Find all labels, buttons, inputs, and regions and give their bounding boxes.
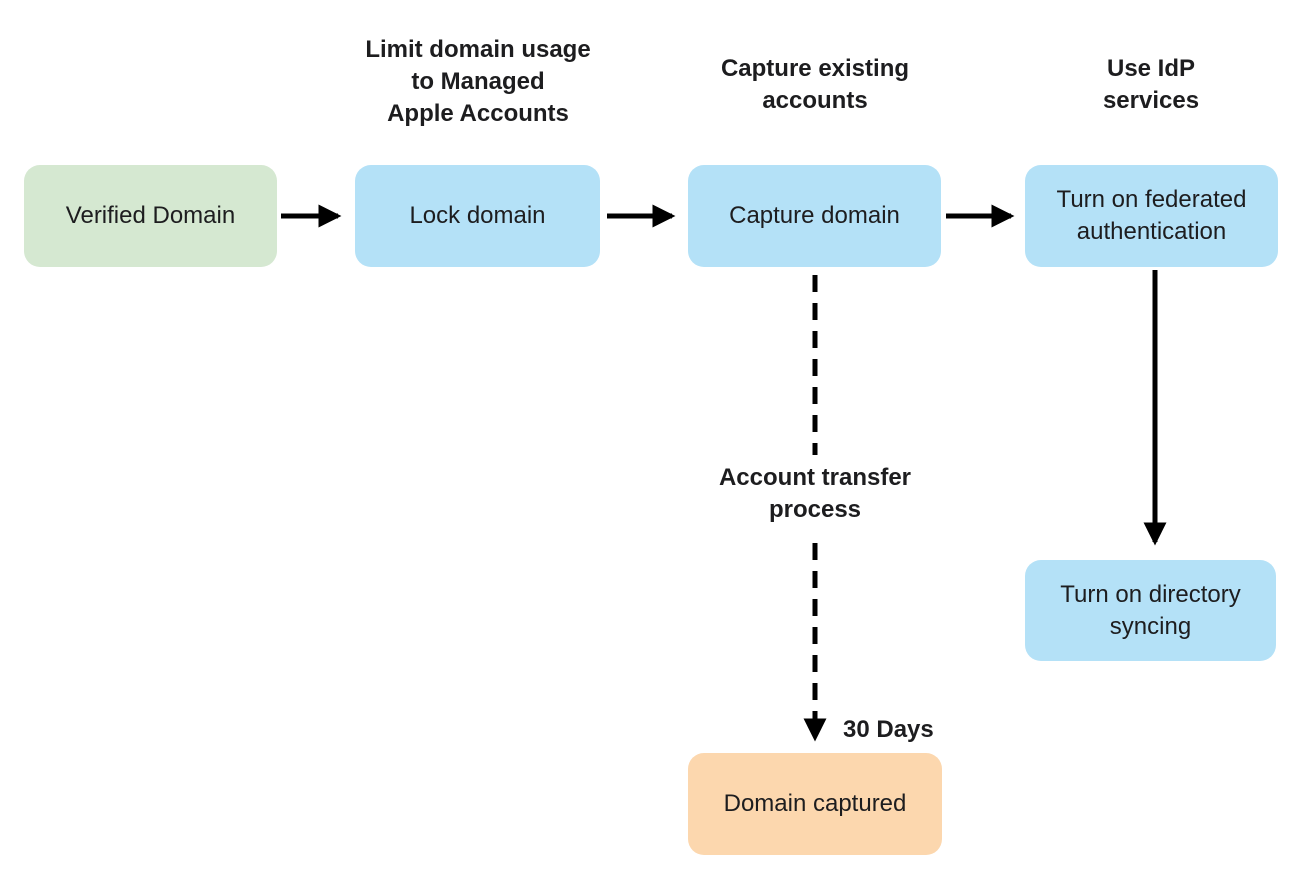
node-domain-captured: Domain captured	[688, 753, 942, 855]
node-verified-domain: Verified Domain	[24, 165, 277, 267]
annotation-30-days: 30 Days	[843, 716, 934, 743]
annotation-use-idp-services: Use IdP services	[1102, 55, 1200, 114]
annotation-account-transfer-process: Account transfer process	[718, 464, 912, 523]
annotation-capture-existing-accounts: Capture existing accounts	[720, 55, 910, 114]
node-lock-domain: Lock domain	[355, 165, 600, 267]
node-turn-on-federated-authentication: Turn on federated authentication	[1025, 165, 1278, 267]
node-capture-domain: Capture domain	[688, 165, 941, 267]
node-turn-on-directory-syncing: Turn on directory syncing	[1025, 560, 1276, 661]
annotation-limit-domain-usage: Limit domain usage to Managed Apple Acco…	[365, 36, 591, 127]
